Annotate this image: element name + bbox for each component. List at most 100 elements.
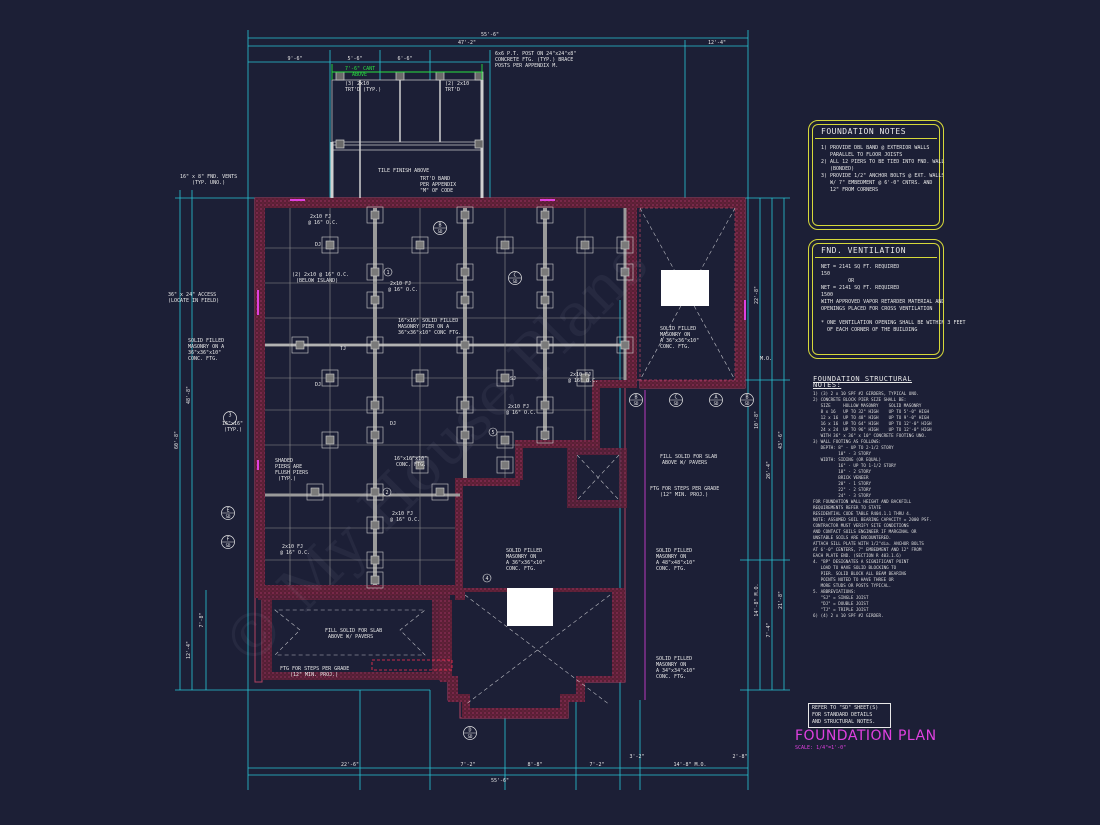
reference-note: REFER TO "SD" SHEET(S)FOR STANDARD DETAI… <box>808 703 891 728</box>
callout-solid5c: A 48"x48"x10" <box>656 560 695 566</box>
callout-steps2: FTG FOR STEPS PER GRADE <box>280 666 349 672</box>
wall-step3v <box>455 478 463 588</box>
section-marker: FSD <box>221 535 235 549</box>
porch-slab-inner <box>272 600 432 672</box>
note-line: OF EACH CORNER OF THE BUILDING <box>821 327 918 333</box>
note-line: WITH 36" x 36" x 10" CONCRETE FOOTING UN… <box>813 433 927 438</box>
label-dj-2: DJ <box>315 382 321 388</box>
note-line: 16" - UP TO 1-1/2 STORY <box>813 463 897 468</box>
detail-number-marker: 1 <box>383 267 393 277</box>
note-line: MORE STUDS OR POSTS TYPICAL. <box>813 583 892 588</box>
note-line: 5. ABBREVIATIONS: <box>813 589 856 594</box>
masonry-pier <box>456 396 474 414</box>
section-marker-letter: 3 <box>228 413 231 419</box>
plan-text: 55'-6" 47'-2" 12'-4" 9'-6" 5'-6" 6'-6" 5… <box>168 32 784 784</box>
callout-vents: 16" x 8" FND. VENTS <box>180 174 237 180</box>
callout-solid6d: CONC. FTG. <box>656 674 686 680</box>
dim-left-c: 12'-4" <box>186 641 192 659</box>
note-line: NET = 2141 SQ FT. REQUIRED <box>821 264 900 270</box>
masonry-pier <box>306 483 324 501</box>
masonry-pier <box>456 291 474 309</box>
note-line: AND STRUCTURAL NOTES. <box>812 719 876 725</box>
callout-solid6b: MASONRY ON <box>656 662 686 668</box>
detail-number: 1 <box>386 270 389 276</box>
note-line: 22" - 2 STORY <box>813 487 871 492</box>
section-marker-sheet: SD <box>634 401 639 406</box>
masonry-pier <box>536 396 554 414</box>
structural-notes-title: FOUNDATION STRUCTURAL NOTES: <box>813 375 913 389</box>
callout-solid1d: CONC. FTG. <box>188 356 218 362</box>
callout-shaded: SHADED <box>275 458 293 464</box>
dim-bottom-overall: 55'-6" <box>491 778 509 784</box>
callout-solid4c: A 36"x36"x10" <box>506 560 545 566</box>
note-line: FOR STANDARD DETAILS <box>812 712 873 718</box>
dim-right-c: 26'-4" <box>766 461 772 479</box>
wall-step2v <box>515 440 523 480</box>
section-marker: CSD <box>669 393 683 407</box>
callout-solid1c: 36"x36"x10" <box>188 350 221 356</box>
note-line: 10" - 3 STORY <box>813 451 871 456</box>
section-marker-letter: C <box>674 395 677 401</box>
section-marker: CSD <box>508 271 522 285</box>
section-marker: BSD <box>740 393 754 407</box>
dim-left-overall: 60'-8" <box>174 431 180 449</box>
note-line: WITH APPROVED VAPOR RETARDER MATERIAL AN… <box>821 299 945 305</box>
dim-bottom-d: 7'-2" <box>589 762 604 768</box>
section-marker: BSD <box>629 393 643 407</box>
note-line: PIER. SOLID BLOCK ALL BEAM BEARING <box>813 571 907 576</box>
joist-2: (2) 2x10 @ 16" O.C. <box>292 272 349 278</box>
callout-fill1: FILL SOLID FOR SLAB <box>660 454 717 460</box>
front-porch-inner <box>452 592 612 708</box>
dim-top-left: 47'-2" <box>458 40 476 46</box>
section-marker-sheet: SD <box>674 401 679 406</box>
masonry-pier <box>366 291 384 309</box>
masonry-pier <box>291 336 309 354</box>
callout-tile: TILE FINISH ABOVE <box>378 168 429 174</box>
callout-cant: 7'-6" CANT <box>345 66 375 72</box>
label-trtd3: (2) 2x10 <box>445 81 469 87</box>
callout-treated: TRT'D BAND <box>420 176 450 182</box>
note-line: NOTE: ASSUMED SOIL BEARING CAPACITY = 20… <box>813 517 932 522</box>
section-marker-sheet: SD <box>714 401 719 406</box>
note-line: 18" - 2 STORY <box>813 469 871 474</box>
joist-1b: @ 16" O.C. <box>308 220 338 226</box>
callout-treated3: "M" OF CODE <box>420 188 453 194</box>
foundation-notes-lines: 1) PROVIDE DBL BAND @ EXTERIOR WALLS PAR… <box>821 145 945 194</box>
masonry-pier <box>411 456 429 474</box>
wall-step3 <box>460 478 520 486</box>
note-line: CONTRACTOR MUST VERIFY SITE CONDITIONS <box>813 523 909 528</box>
dim-bottom-g: 2'-8" <box>732 754 747 760</box>
wall-garage-left <box>625 200 637 385</box>
detail-number: 2 <box>385 490 388 496</box>
callout-steps1b: (12" MIN. PROJ.) <box>660 492 708 498</box>
note-line: OR <box>821 278 855 284</box>
callout-access2: (LOCATE IN FIELD) <box>168 298 219 304</box>
label-trtd2: TRT'D (TYP.) <box>345 87 381 93</box>
label-dj-1: DJ <box>315 242 321 248</box>
joist-1: 2x10 FJ <box>310 214 331 220</box>
note-line: 12" FROM CORNERS <box>821 187 879 193</box>
note-line: AND CONTACT SOILS ENGINEER IF MARGINAL O… <box>813 529 917 534</box>
wall-left <box>255 198 265 598</box>
plan-title: FOUNDATION PLAN <box>795 728 937 744</box>
callout-shaded2: PIERS ARE <box>275 464 302 470</box>
note-line: BRICK VENEER <box>813 475 869 480</box>
dim-mo: M.O. <box>760 356 772 362</box>
callout-fill1b: ABOVE W/ PAVERS <box>662 460 707 466</box>
wall-top <box>255 198 745 208</box>
note-line: EACH PLATE END. (SECTION R 403.1.6) <box>813 553 902 558</box>
joist-5: 2x10 FJ <box>508 404 529 410</box>
masonry-pier <box>536 291 554 309</box>
note-line: 3) PROVIDE 1/2" ANCHOR BOLTS @ EXT. WALL… <box>821 173 945 179</box>
dim-right-g: 21'-8" <box>778 591 784 609</box>
masonry-pier <box>456 206 474 224</box>
label-sj-1: SJ <box>510 376 516 382</box>
section-marker-letter: C <box>513 273 516 279</box>
detail-number-marker: 2 <box>382 487 392 497</box>
masonry-pier <box>321 431 339 449</box>
dim-right-e: 7'-4" <box>766 622 772 637</box>
dim-top-b: 5'-6" <box>347 56 362 62</box>
note-line: 150 <box>821 271 831 277</box>
section-marker-letter: B <box>438 223 441 229</box>
note-line: * ONE VENTILATION OPENING SHALL BE WITHI… <box>821 320 966 326</box>
